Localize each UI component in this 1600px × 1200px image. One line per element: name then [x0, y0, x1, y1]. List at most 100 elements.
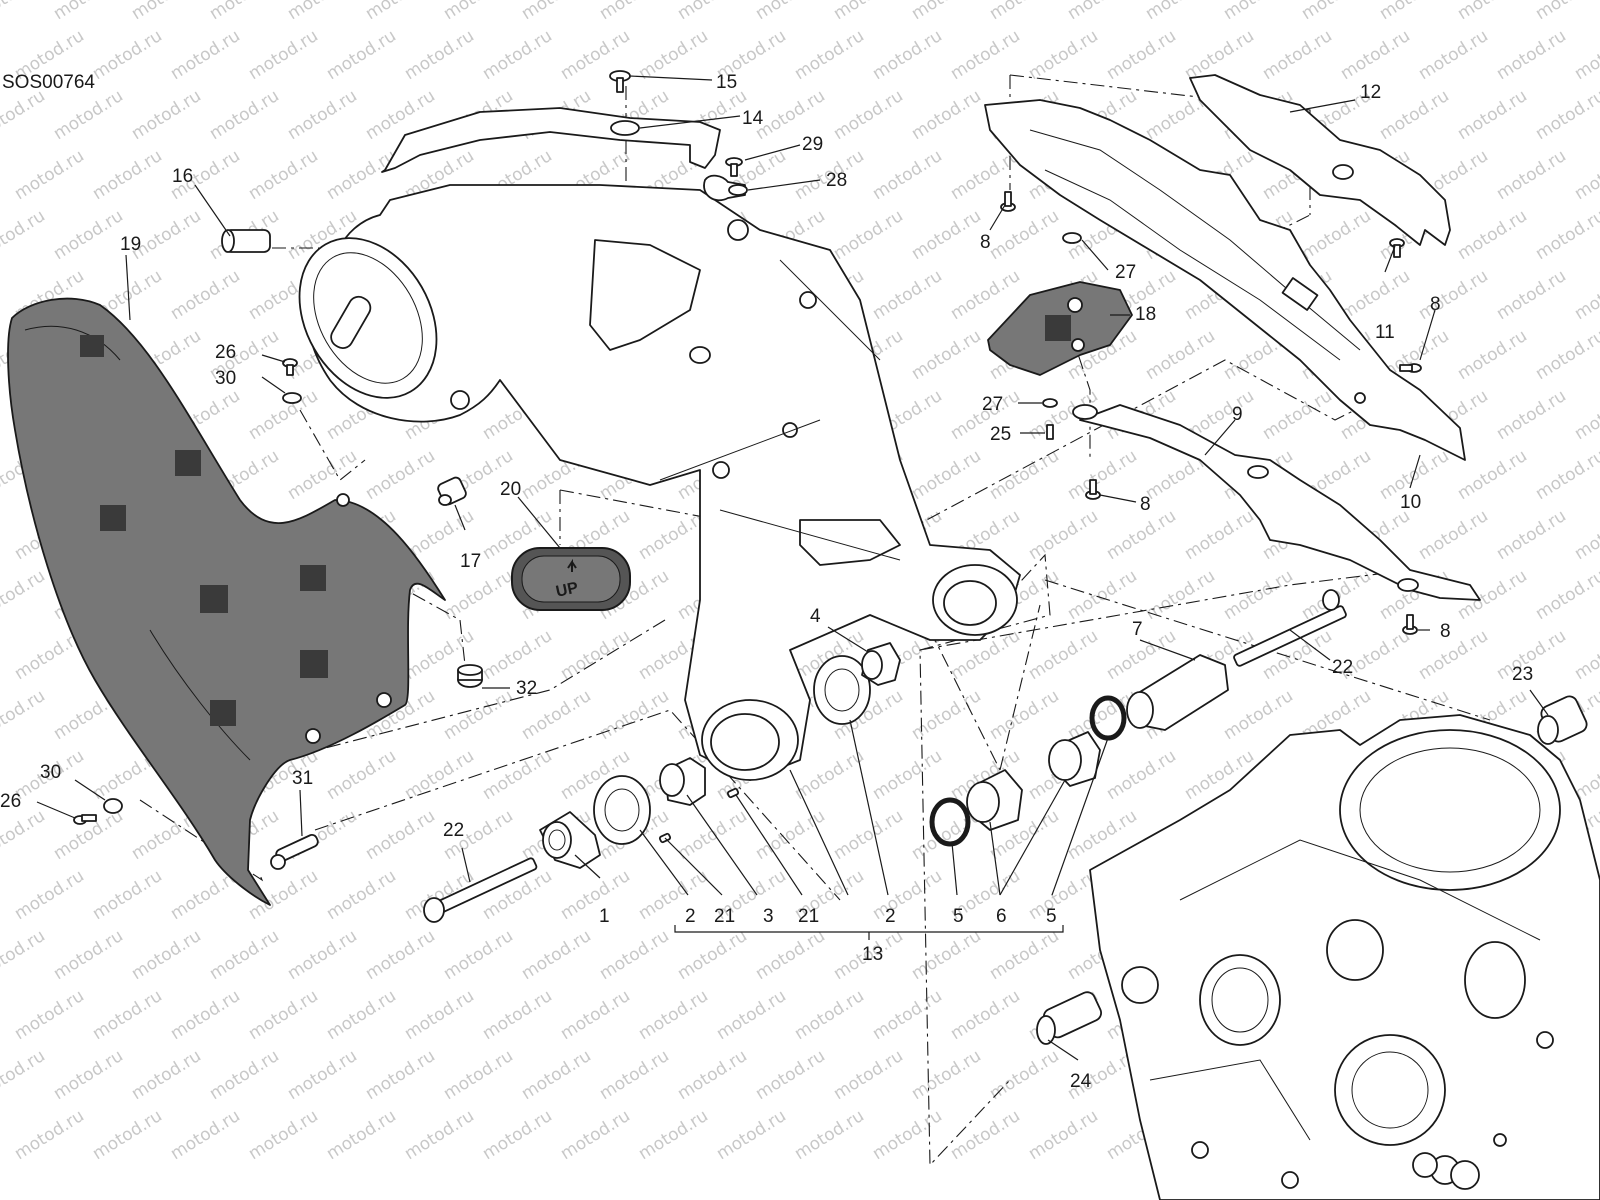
watermark-text: motod.ru: [1493, 146, 1570, 204]
watermark-text: motod.ru: [713, 986, 790, 1044]
watermark-text: motod.ru: [1064, 0, 1141, 24]
callout-2b: 2: [885, 906, 896, 927]
watermark-text: motod.ru: [791, 746, 868, 804]
watermark-text: motod.ru: [908, 1046, 985, 1104]
callout-3: 3: [763, 906, 774, 927]
watermark-text: motod.ru: [245, 1106, 322, 1164]
watermark-text: motod.ru: [245, 146, 322, 204]
watermark-text: motod.ru: [89, 866, 166, 924]
watermark-text: motod.ru: [1181, 26, 1258, 84]
callout-31: 31: [292, 768, 313, 789]
watermark-text: motod.ru: [11, 146, 88, 204]
watermark-text: motod.ru: [557, 1106, 634, 1164]
callout-26b: 26: [0, 791, 21, 812]
watermark-text: motod.ru: [1025, 1106, 1102, 1164]
watermark-text: motod.ru: [1298, 0, 1375, 24]
watermark-text: motod.ru: [401, 26, 478, 84]
watermark-text: motod.ru: [869, 866, 946, 924]
watermark-text: motod.ru: [596, 926, 673, 984]
watermark-text: motod.ru: [1454, 0, 1531, 24]
watermark-text: motod.ru: [167, 986, 244, 1044]
watermark-text: motod.ru: [1571, 146, 1600, 204]
callout-21a: 21: [714, 906, 735, 927]
pin-31: [270, 834, 319, 870]
callout-8a: 8: [980, 232, 991, 253]
watermark-text: motod.ru: [986, 686, 1063, 744]
watermark-text: motod.ru: [986, 1046, 1063, 1104]
watermark-text: motod.ru: [89, 986, 166, 1044]
watermark-text: motod.ru: [557, 626, 634, 684]
watermark-text: motod.ru: [362, 0, 439, 24]
watermark-text: motod.ru: [362, 1046, 439, 1104]
watermark-text: motod.ru: [791, 26, 868, 84]
callout-22a: 22: [443, 820, 464, 841]
watermark-text: motod.ru: [1571, 26, 1600, 84]
callout-7: 7: [1132, 619, 1143, 640]
watermark-text: motod.ru: [284, 926, 361, 984]
watermark-text: motod.ru: [0, 806, 49, 864]
watermark-text: motod.ru: [1025, 506, 1102, 564]
watermark-text: motod.ru: [752, 0, 829, 24]
watermark-text: motod.ru: [323, 1106, 400, 1164]
plug-17: [437, 476, 467, 506]
callout-9: 9: [1232, 404, 1243, 425]
watermark-text: motod.ru: [908, 326, 985, 384]
watermark-text: motod.ru: [518, 926, 595, 984]
watermark-text: motod.ru: [869, 986, 946, 1044]
watermark-text: motod.ru: [518, 1046, 595, 1104]
watermark-text: motod.ru: [362, 446, 439, 504]
watermark-text: motod.ru: [1493, 386, 1570, 444]
watermark-text: motod.ru: [635, 26, 712, 84]
watermark-text: motod.ru: [401, 746, 478, 804]
watermark-text: motod.ru: [1532, 86, 1600, 144]
bearing-2-left: [593, 775, 651, 845]
watermark-text: motod.ru: [0, 686, 49, 744]
watermark-text: motod.ru: [908, 0, 985, 24]
screw-26-upper: [282, 358, 302, 404]
callout-32: 32: [516, 678, 537, 699]
callout-10: 10: [1400, 492, 1421, 513]
callout-25: 25: [990, 424, 1011, 445]
screw-26-lower: [73, 798, 123, 825]
watermark-text: motod.ru: [1376, 86, 1453, 144]
watermark-text: motod.ru: [440, 926, 517, 984]
watermark-text: motod.ru: [245, 986, 322, 1044]
watermark-text: motod.ru: [908, 686, 985, 744]
watermark-text: motod.ru: [167, 1106, 244, 1164]
watermark-text: motod.ru: [128, 86, 205, 144]
callout-12: 12: [1360, 82, 1381, 103]
watermark-text: motod.ru: [284, 0, 361, 24]
needle-bearing-6a: [966, 769, 1023, 831]
callout-27b: 27: [982, 394, 1003, 415]
watermark-text: motod.ru: [362, 926, 439, 984]
watermark-text: motod.ru: [323, 866, 400, 924]
callout-14: 14: [742, 108, 764, 129]
watermark-text: motod.ru: [50, 926, 127, 984]
watermark-text: motod.ru: [1454, 326, 1531, 384]
watermark-text: motod.ru: [1259, 26, 1336, 84]
bearing-2-right: [813, 655, 871, 725]
callout-26a: 26: [215, 342, 236, 363]
callout-8b: 8: [1430, 294, 1441, 315]
watermark-text: motod.ru: [206, 86, 283, 144]
watermark-text: motod.ru: [1025, 26, 1102, 84]
watermark-text: motod.ru: [128, 1046, 205, 1104]
watermark-text: motod.ru: [674, 926, 751, 984]
callout-5a: 5: [953, 906, 964, 927]
watermark-text: motod.ru: [596, 1046, 673, 1104]
watermark-text: motod.ru: [1454, 86, 1531, 144]
watermark-text: motod.ru: [986, 446, 1063, 504]
watermark-text: motod.ru: [557, 986, 634, 1044]
callout-29: 29: [802, 134, 823, 155]
watermark-text: motod.ru: [245, 386, 322, 444]
watermark-text: motod.ru: [1259, 386, 1336, 444]
spacer-3: [659, 757, 706, 806]
watermark-text: motod.ru: [479, 986, 556, 1044]
callout-24: 24: [1070, 1071, 1092, 1092]
watermark-text: motod.ru: [869, 746, 946, 804]
watermark-text: motod.ru: [830, 206, 907, 264]
watermark-text: motod.ru: [1532, 566, 1600, 624]
watermark-text: motod.ru: [986, 926, 1063, 984]
